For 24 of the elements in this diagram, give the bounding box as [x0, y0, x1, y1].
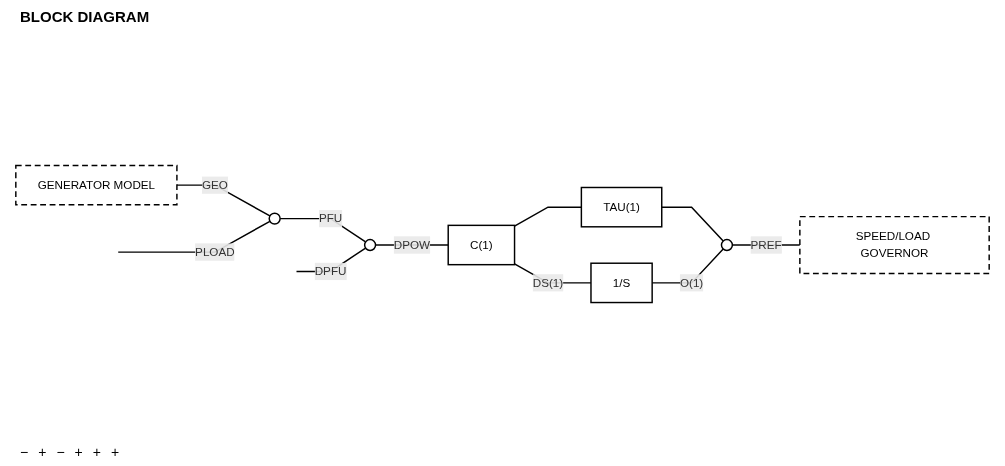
node-box: GENERATOR MODEL [15, 164, 178, 206]
sign-label: − [20, 444, 29, 460]
edge-label: PFU [318, 212, 343, 225]
node-box: 1/S [590, 262, 653, 304]
sign-label: − [56, 444, 65, 460]
sign-label: + [38, 444, 47, 460]
node-box: C(1) [447, 224, 516, 266]
edge-label: DS(1) [532, 276, 564, 289]
node-box: SPEED/LOAD GOVERNOR [799, 215, 990, 275]
diagram-title: BLOCK DIAGRAM [20, 8, 150, 25]
connector [661, 206, 724, 242]
node-circle [268, 212, 281, 225]
edge-label: O(1) [679, 276, 704, 289]
edge-label: DPFU [314, 264, 347, 278]
edge-label: GEO [201, 178, 228, 191]
edge-label: PREF [750, 238, 782, 251]
edge-label: PLOAD [195, 245, 235, 258]
node-circle [720, 238, 734, 252]
node-circle [363, 238, 377, 252]
sign-label: + [110, 444, 120, 460]
node-box: TAU(1) [580, 186, 663, 228]
sign-label: + [74, 444, 83, 460]
edge-label: DPOW [393, 238, 430, 251]
sign-label: + [92, 444, 101, 460]
